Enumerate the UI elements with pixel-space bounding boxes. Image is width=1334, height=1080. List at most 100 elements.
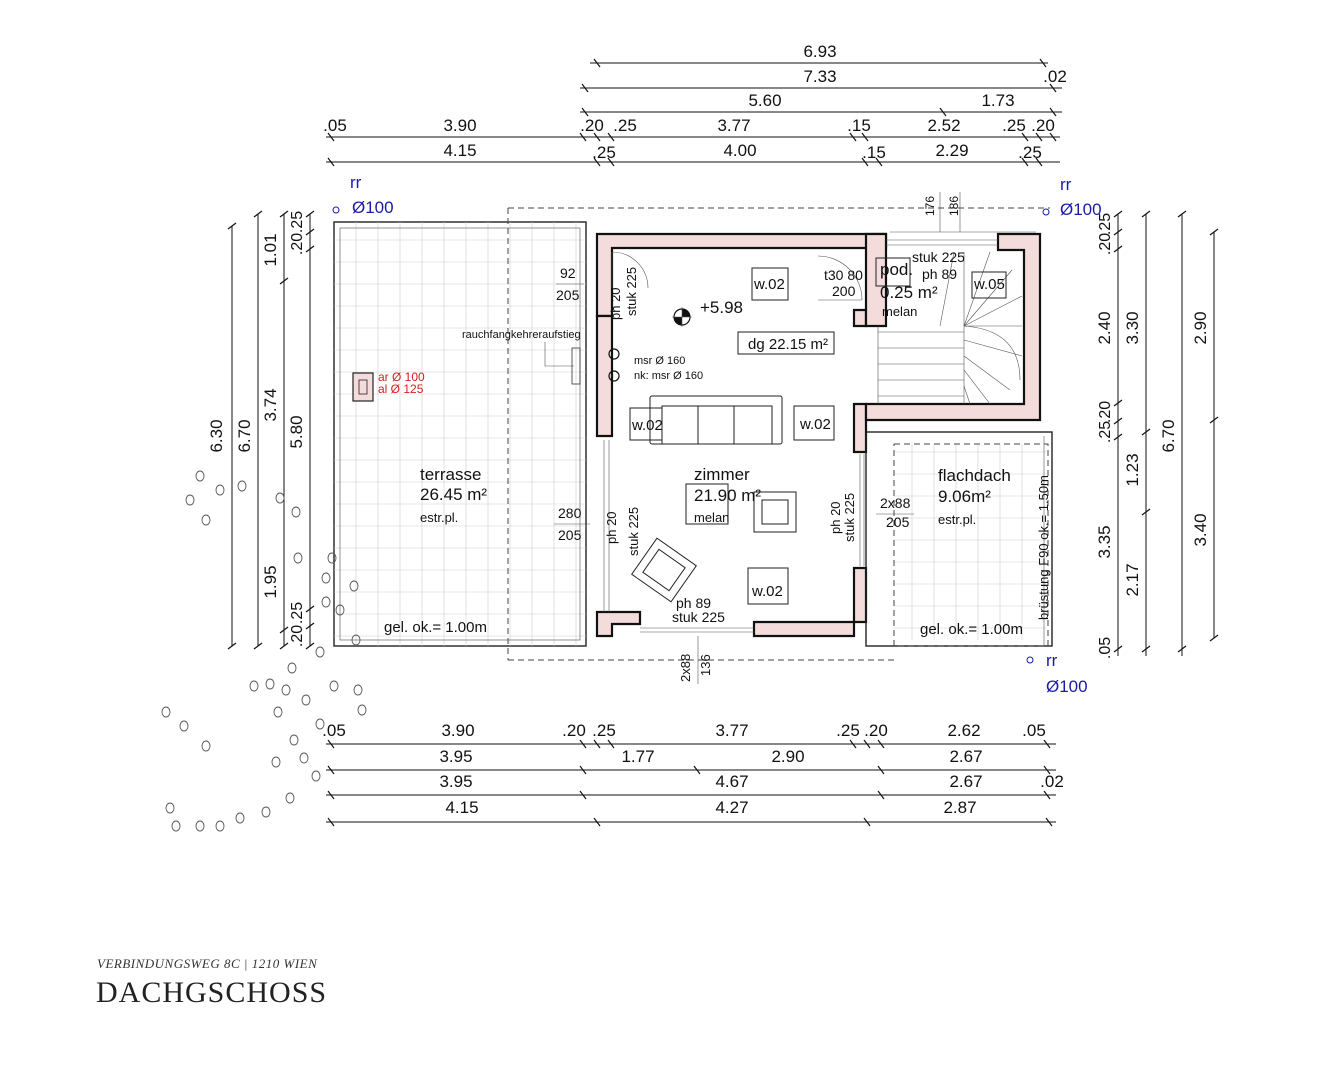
dim-left-c4-1: .20 xyxy=(289,233,306,255)
wardrobe-label-1: w.02 xyxy=(753,276,785,293)
room-level-flachdach: gel. ok.= 1.00m xyxy=(920,621,1023,638)
dim-top-r5-5: .25 xyxy=(1018,143,1042,162)
left-dimension-chains: 6.30 6.70 1.01 3.74 1.95 .25 .20 5.80 .2… xyxy=(207,210,315,650)
dim-top-r4-1: 3.90 xyxy=(443,116,476,135)
room-floor-podest: melan xyxy=(882,304,917,319)
stair-door-den: 200 xyxy=(832,283,856,299)
staircase: w.05 t30 80 200 pod. 0.25 m² melan stuk … xyxy=(824,192,1042,422)
dim-top-02: .02 xyxy=(1043,67,1067,86)
dim-top-6-93: 6.93 xyxy=(803,42,836,61)
msr-label: msr Ø 160 xyxy=(634,355,685,367)
stair-dim-186: 186 xyxy=(947,196,961,216)
room-name-podest: pod. xyxy=(880,260,913,279)
dim-bot-r3-0: 3.95 xyxy=(439,772,472,791)
dim-top-r4-5: .15 xyxy=(847,116,871,135)
room-area-podest: 0.25 m² xyxy=(880,283,938,302)
chimney-red-label-1: ar Ø 100 xyxy=(378,370,425,384)
top-dimension-chains: 6.93 7.33 .02 5.60 1.73 .05 3.90 .20 .25… xyxy=(323,42,1067,167)
dim-top-r4-4: 3.77 xyxy=(717,116,750,135)
dim-bot-r3-2: 2.67 xyxy=(949,772,982,791)
dim-right-c2-0: 3.30 xyxy=(1123,311,1142,344)
dim-left-c4-2: 5.80 xyxy=(287,415,306,448)
dim-bot-r1-5: .25 xyxy=(836,721,860,740)
armchair-rotated xyxy=(631,537,697,603)
dim-bot-r1-1: 3.90 xyxy=(441,721,474,740)
drain-diameter: Ø100 xyxy=(352,198,394,217)
room-level-terrasse: gel. ok.= 1.00m xyxy=(384,619,487,636)
door-bottom-dims2: 136 xyxy=(698,654,713,676)
dim-right-c4-1: 3.40 xyxy=(1191,513,1210,546)
dim-bot-r1-3: .25 xyxy=(592,721,616,740)
door-left-vert-2: stuk 225 xyxy=(626,507,641,556)
stair-door-num: t30 80 xyxy=(824,267,863,283)
flachdach-area: 2x88 205 flachdach 9.06m² estr.pl. gel. … xyxy=(865,431,1053,647)
dim-left-c4-4: .20 xyxy=(289,625,306,647)
door-left-num: 280 xyxy=(558,505,582,521)
room-floor-zimmer: melan xyxy=(694,510,729,525)
room-name-zimmer: zimmer xyxy=(694,465,750,484)
drain-diameter: Ø100 xyxy=(1046,677,1088,696)
dim-left-c4-0: .25 xyxy=(289,211,306,233)
wardrobe-label-2: w.02 xyxy=(799,416,831,433)
dim-right-c1-4: .25 xyxy=(1097,421,1114,443)
door-bottom-ph: ph 89 xyxy=(676,595,711,611)
door-top-den: 205 xyxy=(556,287,580,303)
dim-top-r5-3: .15 xyxy=(862,143,886,162)
level-mark-value: +5.98 xyxy=(700,298,743,317)
dim-right-c1-5: 3.35 xyxy=(1095,525,1114,558)
drain-top-right: rr Ø100 xyxy=(1042,175,1102,219)
room-name-terrasse: terrasse xyxy=(420,465,481,484)
dim-right-c1-3: .20 xyxy=(1097,401,1114,423)
door-left-den: 205 xyxy=(558,527,582,543)
drain-label: rr xyxy=(1060,175,1072,194)
room-floor-terrasse: estr.pl. xyxy=(420,510,458,525)
door-right-vert-2: stuk 225 xyxy=(842,493,857,542)
dim-left-1-95: 1.95 xyxy=(261,565,280,598)
wardrobe-symbol xyxy=(751,267,789,301)
dim-bot-r4-1: 4.27 xyxy=(715,798,748,817)
address-line: VERBINDUNGSWEG 8C | 1210 WIEN xyxy=(97,956,318,971)
dim-right-c1-1: .20 xyxy=(1097,233,1114,255)
dim-left-1-01: 1.01 xyxy=(261,233,280,266)
dim-bot-r2-3: 2.67 xyxy=(949,747,982,766)
dim-top-r4-6: 2.52 xyxy=(927,116,960,135)
dim-right-c3-0: 6.70 xyxy=(1159,419,1178,452)
page-title: DACHGSCHOSS xyxy=(96,976,328,1009)
drain-bottom-right: rr Ø100 xyxy=(1026,651,1088,696)
wardrobe-symbol xyxy=(793,405,835,441)
armchair-symbol xyxy=(753,491,797,533)
dim-bot-r1-2: .20 xyxy=(562,721,586,740)
dim-bot-r2-0: 3.95 xyxy=(439,747,472,766)
dim-top-7-33: 7.33 xyxy=(803,67,836,86)
drain-label: rr xyxy=(350,173,362,192)
dim-bot-r3-1: 4.67 xyxy=(715,772,748,791)
stair-stuk: stuk 225 xyxy=(912,249,965,265)
dim-right-c1-0: .25 xyxy=(1097,213,1114,235)
dim-top-r4-3: .25 xyxy=(613,116,637,135)
door-top-num: 92 xyxy=(560,265,576,281)
wardrobe-label-4: w.02 xyxy=(751,583,783,600)
railing-label: brüstung F90 ok.= 1.50m xyxy=(1036,475,1051,620)
dim-bot-r1-4: 3.77 xyxy=(715,721,748,740)
dim-top-r5-4: 2.29 xyxy=(935,141,968,160)
room-area-flachdach: 9.06m² xyxy=(938,487,991,506)
room-area-zimmer: 21.90 m² xyxy=(694,486,761,505)
table-symbol xyxy=(685,483,729,525)
room-name-flachdach: flachdach xyxy=(938,466,1011,485)
dim-left-6-30: 6.30 xyxy=(207,419,226,452)
door-top-vert-1: ph 20 xyxy=(608,287,623,320)
dim-bot-r4-0: 4.15 xyxy=(445,798,478,817)
drain-diameter: Ø100 xyxy=(1060,200,1102,219)
garden-stepping-stones xyxy=(161,470,367,832)
room-area-terrasse: 26.45 m² xyxy=(420,485,487,504)
drain-top-left: rr Ø100 xyxy=(332,173,394,217)
dim-top-r4-2: .20 xyxy=(580,116,604,135)
door-right-vert-1: ph 20 xyxy=(828,501,843,534)
dim-bot-r1-8: .05 xyxy=(1022,721,1046,740)
dim-left-c4-3: .25 xyxy=(289,602,306,624)
dim-right-c1-2: 2.40 xyxy=(1095,311,1114,344)
dim-top-r5-0: 4.15 xyxy=(443,141,476,160)
dim-top-1-73: 1.73 xyxy=(981,91,1014,110)
stair-dim-176: 176 xyxy=(923,196,937,216)
